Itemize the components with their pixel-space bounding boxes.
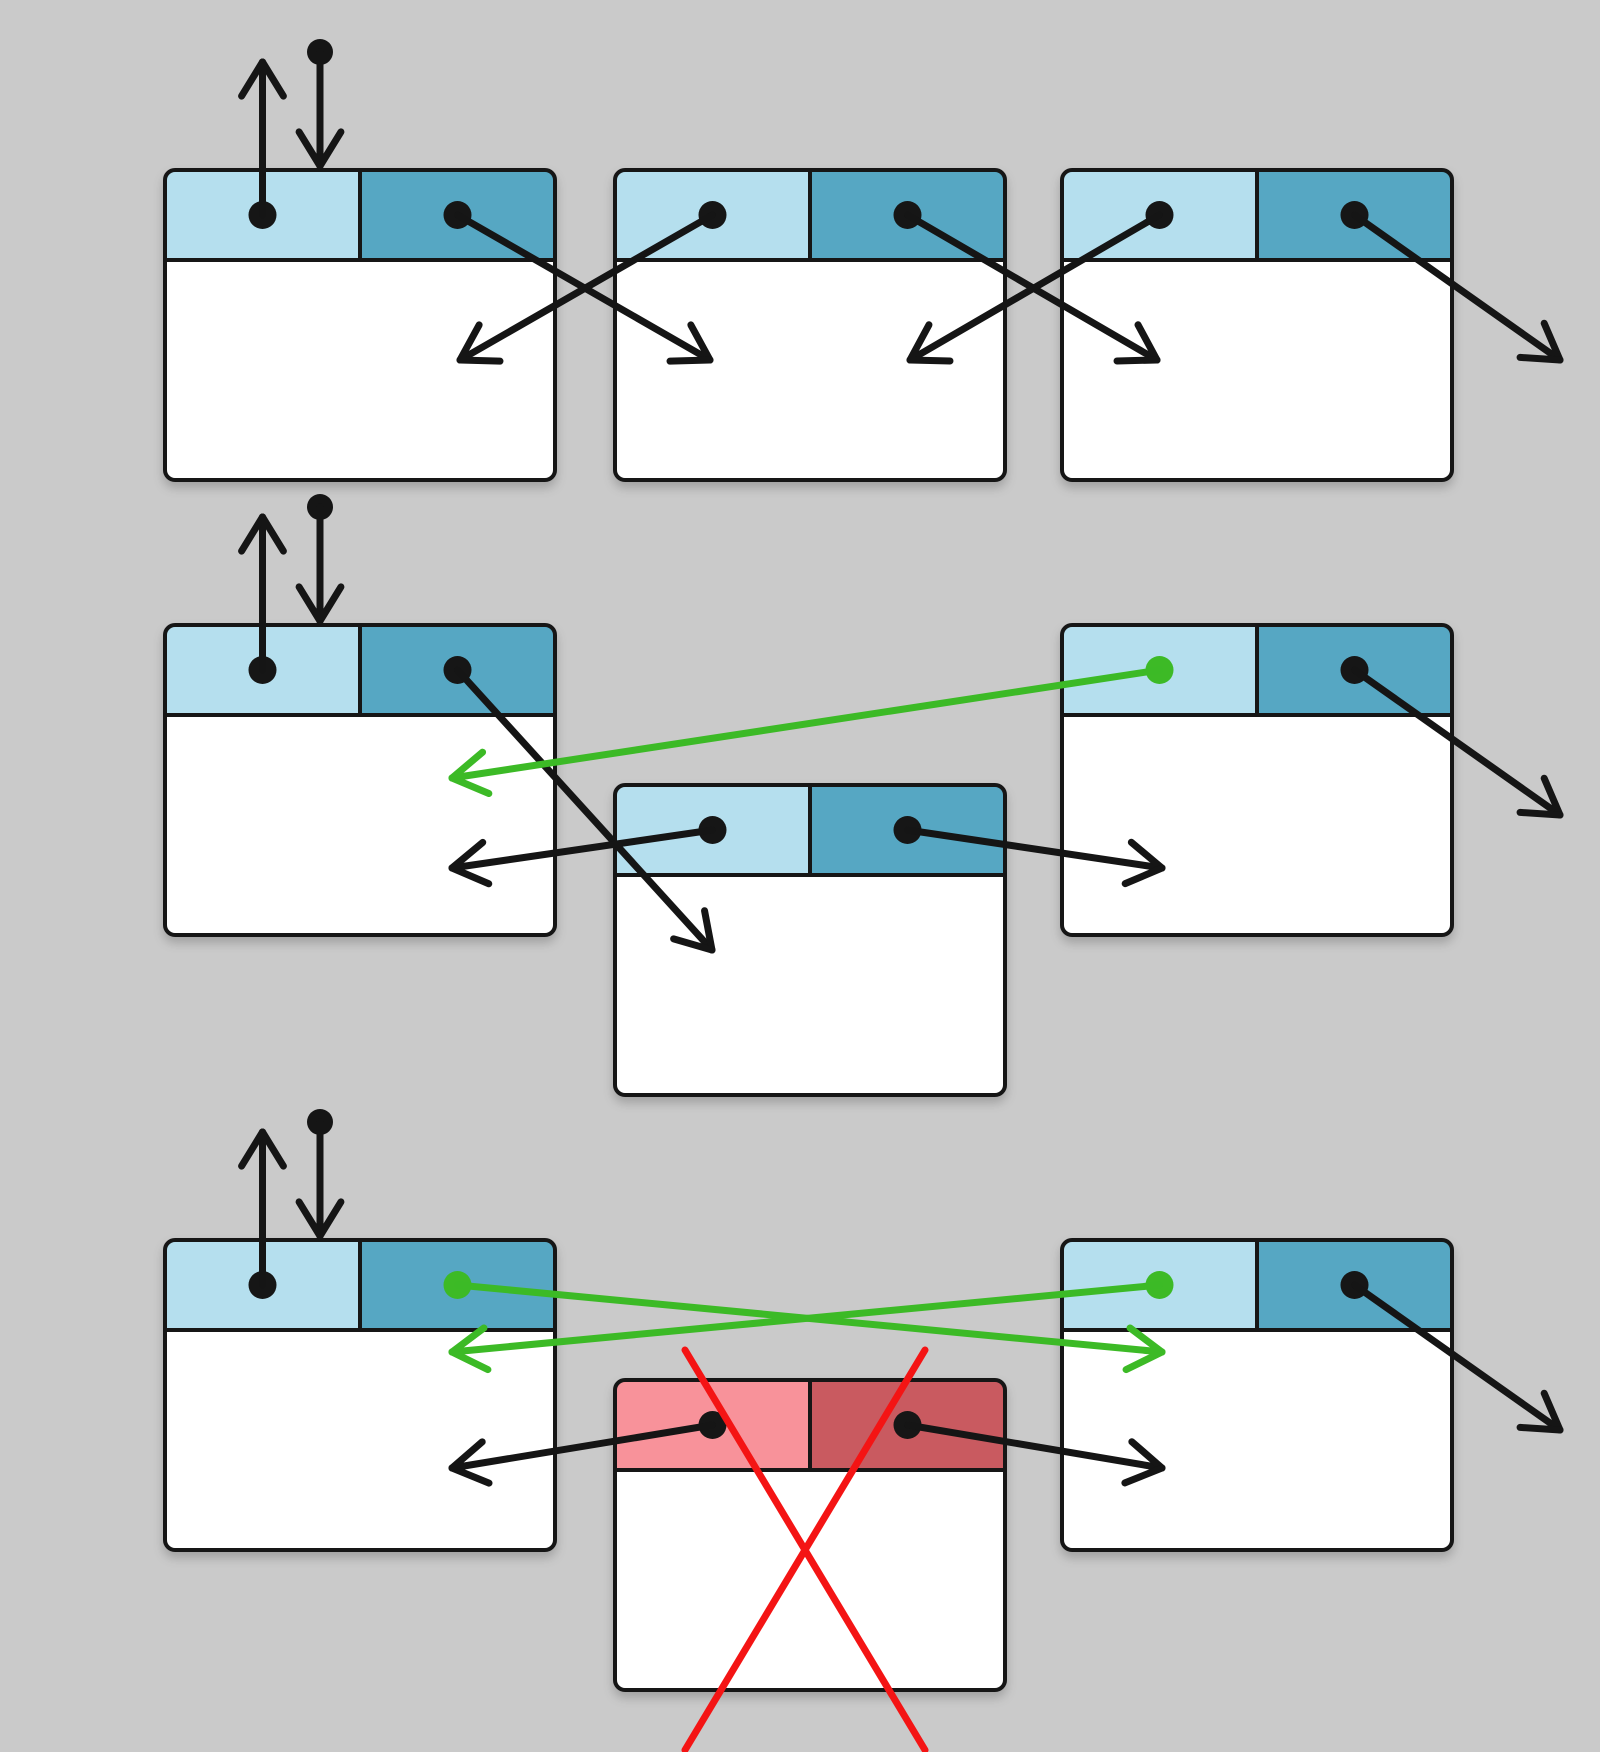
cross-out-layer <box>681 1346 929 1752</box>
arrow-shaft <box>448 1281 1163 1356</box>
nodes-layer <box>163 168 1454 1692</box>
list-node-step2-node3 <box>1060 623 1454 937</box>
arrow-head-wing <box>666 356 714 365</box>
arrow-step1-node1-prev-to-null <box>238 58 287 219</box>
arrow-head-wing <box>1127 838 1166 872</box>
arrow-head-wing <box>259 58 287 100</box>
list-node-step2-node1 <box>163 623 557 937</box>
arrow-head-wing <box>670 935 716 954</box>
arrow-head-wing <box>1126 1324 1166 1356</box>
arrow-head-wing <box>687 321 714 364</box>
arrow-shaft <box>456 211 716 364</box>
arrow-head-wing <box>1122 1348 1166 1374</box>
arrow-head-wing <box>448 864 493 888</box>
arrow-head-wing <box>295 128 324 170</box>
arrow-head-wing <box>259 1128 287 1170</box>
arrow-head-wing <box>295 583 324 625</box>
arrow-shaft <box>448 666 1163 782</box>
arrow-head-wing <box>1516 1423 1564 1434</box>
arrow-head-wing <box>456 321 483 364</box>
arrow-head-wing <box>238 1128 266 1170</box>
node-outline <box>1060 168 1454 482</box>
arrow-head-wing <box>295 1198 324 1240</box>
arrow-step2-node3-prev-to-node1 <box>448 666 1163 798</box>
arrow-shaft <box>1351 666 1564 819</box>
arrow-step3-node2-next-to-node3 <box>904 1421 1166 1487</box>
node-outline <box>163 168 557 482</box>
arrow-head-wing <box>1540 319 1564 364</box>
node-outline <box>613 783 1007 1097</box>
list-node-step1-node1 <box>163 168 557 482</box>
arrow-shaft <box>448 1421 716 1472</box>
arrow-step1-head-pointer <box>295 39 345 170</box>
arrow-step2-node2-next-to-node3 <box>904 826 1166 888</box>
arrow-step3-node1-prev-to-null <box>238 1128 287 1289</box>
arrow-shaft <box>906 211 1163 364</box>
arrow-head-wing <box>1121 864 1166 888</box>
list-node-step1-node3 <box>1060 168 1454 482</box>
cross-out-line-2 <box>681 1346 929 1752</box>
arrow-step1-node3-next-to-null <box>1351 211 1564 364</box>
arrow-head-wing <box>448 1348 492 1374</box>
list-node-step3-node3 <box>1060 1238 1454 1552</box>
arrow-shaft <box>904 826 1166 872</box>
arrow-step2-node2-prev-to-node1 <box>448 826 716 888</box>
arrow-shaft <box>1351 1281 1564 1434</box>
arrow-head-wing <box>456 356 504 365</box>
arrow-step2-head-pointer <box>295 494 345 625</box>
arrow-step1-node3-prev-to-node2 <box>906 211 1163 365</box>
arrow-step1-node2-prev-to-node1 <box>456 211 716 365</box>
arrow-head-wing <box>448 1438 486 1472</box>
arrow-step2-node3-next-to-null <box>1351 666 1564 819</box>
arrow-head-wing <box>316 583 345 625</box>
arrow-shaft <box>448 826 716 872</box>
node-outline <box>613 1378 1007 1692</box>
arrow-head-wing <box>1121 1464 1166 1487</box>
arrow-step3-node3-next-to-null <box>1351 1281 1564 1434</box>
arrow-head-wing <box>1516 808 1564 819</box>
arrow-head-wing <box>1540 1389 1564 1434</box>
arrow-head-wing <box>1134 321 1161 364</box>
arrow-step3-node2-prev-to-node1 <box>448 1421 716 1487</box>
arrow-head-wing <box>906 356 954 365</box>
arrow-head-wing <box>1516 353 1564 364</box>
arrow-head-wing <box>1113 356 1161 365</box>
arrow-head-wing <box>238 58 266 100</box>
list-node-step1-node2 <box>613 168 1007 482</box>
arrow-head-wing <box>448 748 487 782</box>
arrow-head-wing <box>238 513 266 555</box>
arrows-layer <box>238 39 1564 1487</box>
arrow-step3-head-pointer <box>295 1109 345 1240</box>
arrow-head-wing <box>448 774 493 798</box>
arrow-head-wing <box>906 321 933 364</box>
arrow-step2-node1-prev-to-null <box>238 513 287 674</box>
arrow-shaft <box>1351 211 1564 364</box>
arrow-shaft <box>904 1421 1166 1472</box>
arrow-step2-node1-next-to-node2 <box>454 666 716 954</box>
arrow-head-wing <box>448 838 487 872</box>
arrow-head-wing <box>1128 1438 1166 1472</box>
arrow-head-wing <box>1540 774 1564 819</box>
node-outline <box>1060 623 1454 937</box>
arrow-head-wing <box>448 1324 488 1356</box>
arrow-step3-node3-prev-to-node1 <box>448 1281 1163 1374</box>
arrow-head-wing <box>701 907 716 954</box>
node-outline <box>613 168 1007 482</box>
arrow-head-wing <box>316 1198 345 1240</box>
arrow-shaft <box>454 666 716 954</box>
arrow-head-wing <box>448 1464 493 1487</box>
node-outline <box>1060 1238 1454 1552</box>
arrow-head-wing <box>259 513 287 555</box>
arrow-head-wing <box>316 128 345 170</box>
node-outline <box>163 1238 557 1552</box>
